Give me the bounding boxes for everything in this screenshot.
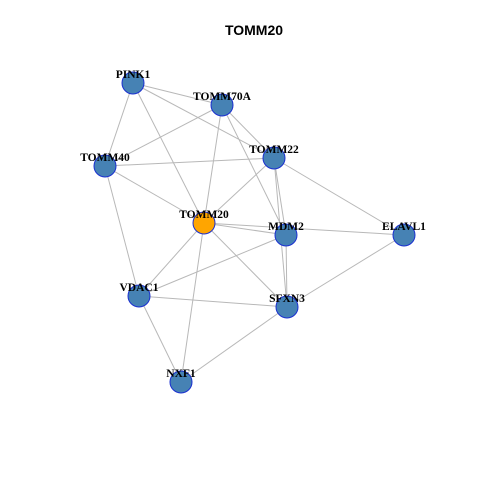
node-mdm2[interactable] bbox=[274, 223, 298, 247]
edge-mdm2-sfxn3 bbox=[285, 234, 288, 308]
edge-tomm70a-tomm20 bbox=[203, 104, 223, 224]
edge-tomm70a-tomm40 bbox=[104, 104, 223, 167]
node-label-vdac1: VDAC1 bbox=[120, 282, 159, 294]
edge-mdm2-vdac1 bbox=[138, 234, 287, 297]
node-tomm20[interactable] bbox=[192, 211, 216, 235]
node-tomm70a[interactable] bbox=[210, 93, 234, 117]
node-pink1[interactable] bbox=[121, 71, 145, 95]
edge-tomm40-tomm20 bbox=[104, 165, 205, 224]
node-label-pink1: PINK1 bbox=[116, 69, 151, 81]
edge-tomm20-sfxn3 bbox=[203, 222, 288, 308]
edge-pink1-tomm22 bbox=[132, 82, 275, 159]
edge-tomm40-tomm22 bbox=[104, 157, 275, 167]
edge-tomm20-elavl1 bbox=[203, 222, 405, 236]
node-label-elavl1: ELAVL1 bbox=[382, 221, 426, 233]
node-nxf1[interactable] bbox=[169, 370, 193, 394]
edge-tomm20-vdac1 bbox=[138, 222, 205, 297]
edge-vdac1-nxf1 bbox=[138, 295, 182, 383]
edge-tomm22-elavl1 bbox=[273, 157, 405, 236]
node-tomm22[interactable] bbox=[262, 146, 286, 170]
node-sfxn3[interactable] bbox=[275, 295, 299, 319]
edge-pink1-tomm20 bbox=[132, 82, 205, 224]
edge-pink1-tomm40 bbox=[104, 82, 134, 167]
node-label-tomm40: TOMM40 bbox=[80, 152, 130, 164]
node-label-nxf1: NXF1 bbox=[166, 368, 196, 380]
node-elavl1[interactable] bbox=[392, 223, 416, 247]
graph-title: TOMM20 bbox=[225, 22, 283, 38]
edge-tomm22-mdm2 bbox=[273, 157, 287, 236]
edge-tomm70a-mdm2 bbox=[221, 104, 287, 236]
node-label-mdm2: MDM2 bbox=[268, 221, 304, 233]
node-tomm40[interactable] bbox=[93, 154, 117, 178]
edge-sfxn3-nxf1 bbox=[180, 306, 288, 383]
node-vdac1[interactable] bbox=[127, 284, 151, 308]
edge-layer bbox=[104, 82, 405, 383]
edge-tomm20-mdm2 bbox=[203, 222, 287, 236]
node-label-tomm20: TOMM20 bbox=[179, 209, 229, 221]
edge-tomm70a-tomm22 bbox=[221, 104, 275, 159]
node-label-sfxn3: SFXN3 bbox=[269, 293, 305, 305]
edge-tomm40-vdac1 bbox=[104, 165, 140, 297]
edge-elavl1-sfxn3 bbox=[286, 234, 405, 308]
edge-pink1-tomm70a bbox=[132, 82, 223, 106]
edge-vdac1-sfxn3 bbox=[138, 295, 288, 308]
node-layer bbox=[93, 71, 416, 394]
edge-tomm20-nxf1 bbox=[180, 222, 205, 383]
node-label-tomm70a: TOMM70A bbox=[193, 91, 252, 103]
edge-tomm22-tomm20 bbox=[203, 157, 275, 224]
node-label-tomm22: TOMM22 bbox=[249, 144, 299, 156]
